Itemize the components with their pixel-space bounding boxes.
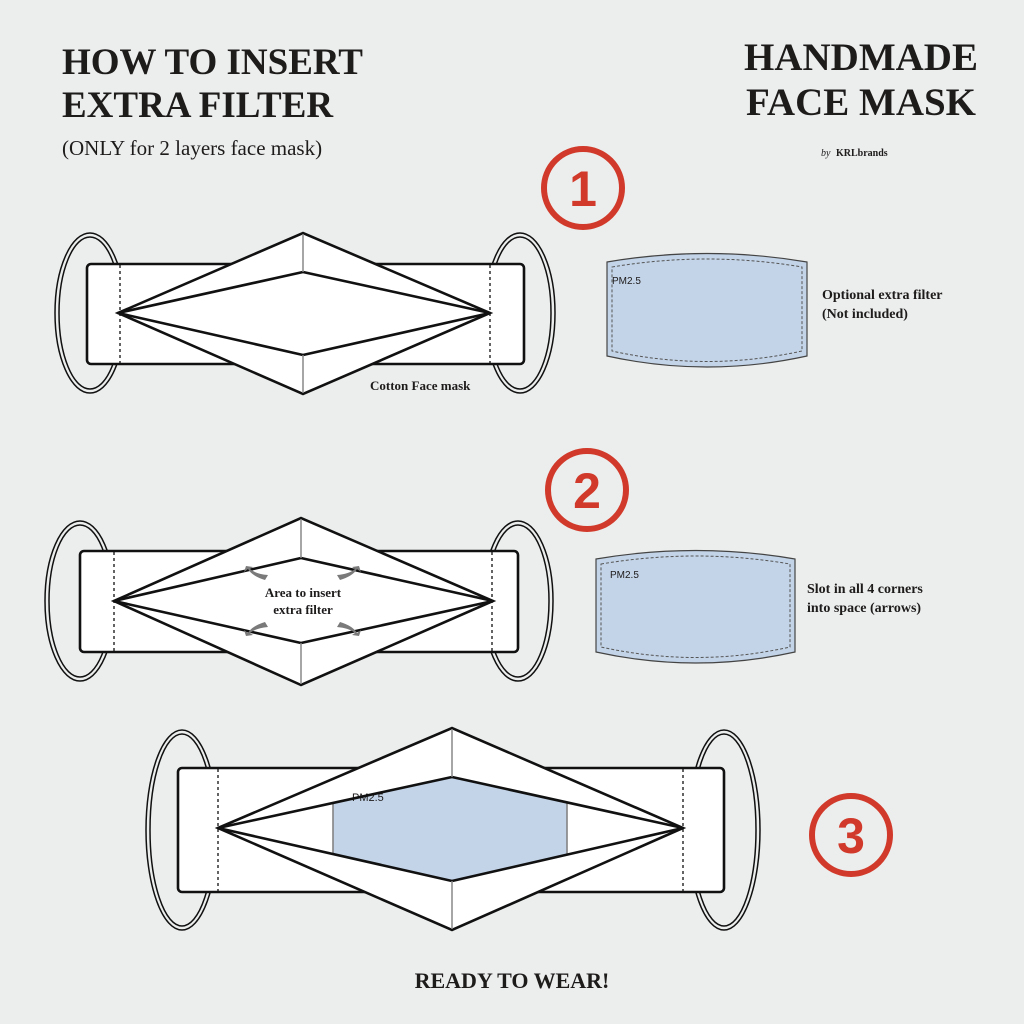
face-mask-1 (54, 231, 556, 396)
title-line1: HOW TO INSERT (62, 42, 363, 83)
inserted-filter-label: PM2.5 (352, 792, 384, 804)
byline-brand: KRLbrands (836, 148, 888, 159)
pm25-filter-2: PM2.5 (595, 549, 796, 664)
svg-text:PM2.5: PM2.5 (610, 570, 639, 581)
mask-label: Cotton Face mask (370, 378, 471, 393)
insert-area-label-line2: extra filter (273, 602, 333, 617)
svg-text:PM2.5: PM2.5 (612, 276, 641, 287)
pm25-filter-1: PM2.5 (606, 252, 808, 368)
title-line2: EXTRA FILTER (62, 85, 334, 126)
step-1-note-line2: (Not included) (822, 307, 908, 322)
footer-text: READY TO WEAR! (415, 968, 610, 993)
byline-prefix: by (821, 148, 831, 159)
step-number-3: 3 (809, 793, 893, 877)
brand-line1: HANDMADE (744, 36, 978, 79)
step-1: 1 Cotton Face mask PM2.5 Optional extra … (54, 146, 943, 396)
face-mask-2 (44, 516, 554, 687)
step-number-1: 1 (541, 146, 625, 230)
insert-arrows (244, 566, 361, 636)
step-2-note-line2: into space (arrows) (807, 601, 921, 616)
step-3: 3 PM2.5 (145, 726, 893, 932)
step-2: 2 Area to insert extra filter PM2.5 S (44, 448, 923, 687)
step-2-note-line1: Slot in all 4 corners (807, 582, 923, 597)
brand-line2: FACE MASK (746, 81, 977, 124)
step-1-note-line1: Optional extra filter (822, 288, 943, 303)
step-number-2: 2 (545, 448, 629, 532)
svg-text:1: 1 (569, 161, 597, 217)
svg-text:3: 3 (837, 808, 865, 864)
svg-text:2: 2 (573, 463, 601, 519)
face-mask-3: PM2.5 (145, 726, 761, 932)
insert-area-label-line1: Area to insert (265, 585, 342, 600)
subtitle: (ONLY for 2 layers face mask) (62, 136, 322, 160)
